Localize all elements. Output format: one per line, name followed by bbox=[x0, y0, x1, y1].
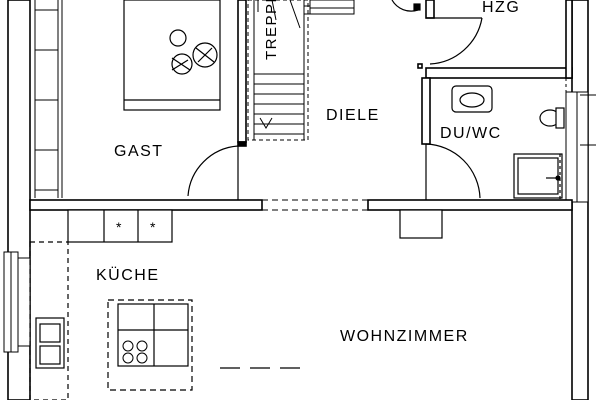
wall-diele-wohnzimmer bbox=[367, 199, 573, 211]
cooktop-icon: * * bbox=[116, 219, 156, 235]
room-label-hzg: HZG bbox=[482, 0, 520, 16]
hzg-door bbox=[391, 0, 483, 65]
svg-text:*: * bbox=[150, 219, 156, 235]
room-label-diele: DIELE bbox=[326, 107, 380, 124]
opening-dashes bbox=[262, 199, 368, 211]
duwc-fixtures bbox=[451, 85, 565, 200]
island-burners bbox=[122, 340, 148, 364]
duwc-door bbox=[425, 143, 481, 200]
room-label-gast: GAST bbox=[114, 143, 164, 160]
gast-bed bbox=[123, 0, 221, 111]
gast-window bbox=[29, 0, 63, 198]
interior-walls bbox=[29, 0, 573, 211]
room-label-treppe: TREPPE bbox=[263, 0, 280, 60]
wall-gast-treppe bbox=[237, 0, 247, 143]
svg-text:*: * bbox=[116, 219, 122, 235]
kueche-window bbox=[3, 251, 31, 353]
wall-duwc-left bbox=[421, 77, 431, 145]
room-label-kueche: KÜCHE bbox=[96, 266, 160, 284]
room-label-wohnzimmer: WOHNZIMMER bbox=[340, 328, 469, 345]
wall-hzg-duwc bbox=[425, 67, 573, 79]
shower bbox=[513, 153, 563, 199]
wall-hzg-left bbox=[425, 0, 435, 19]
duwc-window bbox=[565, 91, 596, 203]
wall-gast-kueche bbox=[29, 199, 263, 211]
wohnzimmer-furniture bbox=[220, 209, 443, 369]
staircase bbox=[247, 0, 355, 141]
kueche-counters bbox=[29, 209, 193, 400]
gast-door bbox=[187, 145, 239, 200]
room-label-duwc: DU/WC bbox=[440, 125, 502, 142]
wohnzimmer-cabinet bbox=[399, 209, 443, 239]
